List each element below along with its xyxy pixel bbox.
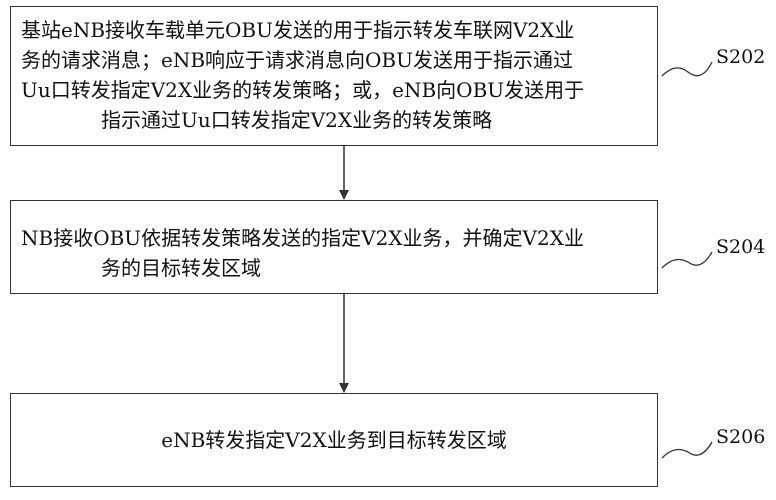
step-box-s206: eNB转发指定V2X业务到目标转发区域 bbox=[10, 393, 658, 487]
step-s202-line-2: 务的请求消息；eNB响应于请求消息向OBU发送用于指示通过 bbox=[21, 48, 573, 72]
step-s204-line-2: 务的目标转发区域 bbox=[101, 256, 261, 280]
step-box-s204: NB接收OBU依据转发策略发送的指定V2X业务，并确定V2X业 务的目标转发区域 bbox=[10, 200, 658, 294]
step-s202-line-4: 指示通过Uu口转发指定V2X业务的转发策略 bbox=[101, 108, 493, 132]
step-s204-line-1: NB接收OBU依据转发策略发送的指定V2X业务，并确定V2X业 bbox=[21, 226, 584, 250]
leader-curve-s202 bbox=[661, 61, 713, 77]
step-label-s206: S206 bbox=[716, 426, 766, 448]
step-s202-line-3: Uu口转发指定V2X业务的转发策略；或，eNB向OBU发送用于 bbox=[21, 78, 585, 102]
leader-curve-s206 bbox=[661, 441, 713, 459]
step-label-s204: S204 bbox=[716, 236, 766, 258]
step-s206-line-1: eNB转发指定V2X业务到目标转发区域 bbox=[161, 428, 507, 452]
step-box-s202: 基站eNB接收车载单元OBU发送的用于指示转发车联网V2X业 务的请求消息；eN… bbox=[10, 6, 658, 146]
leader-curve-s204 bbox=[661, 251, 713, 269]
step-s202-line-1: 基站eNB接收车载单元OBU发送的用于指示转发车联网V2X业 bbox=[21, 18, 575, 42]
step-label-s202: S202 bbox=[716, 46, 766, 68]
